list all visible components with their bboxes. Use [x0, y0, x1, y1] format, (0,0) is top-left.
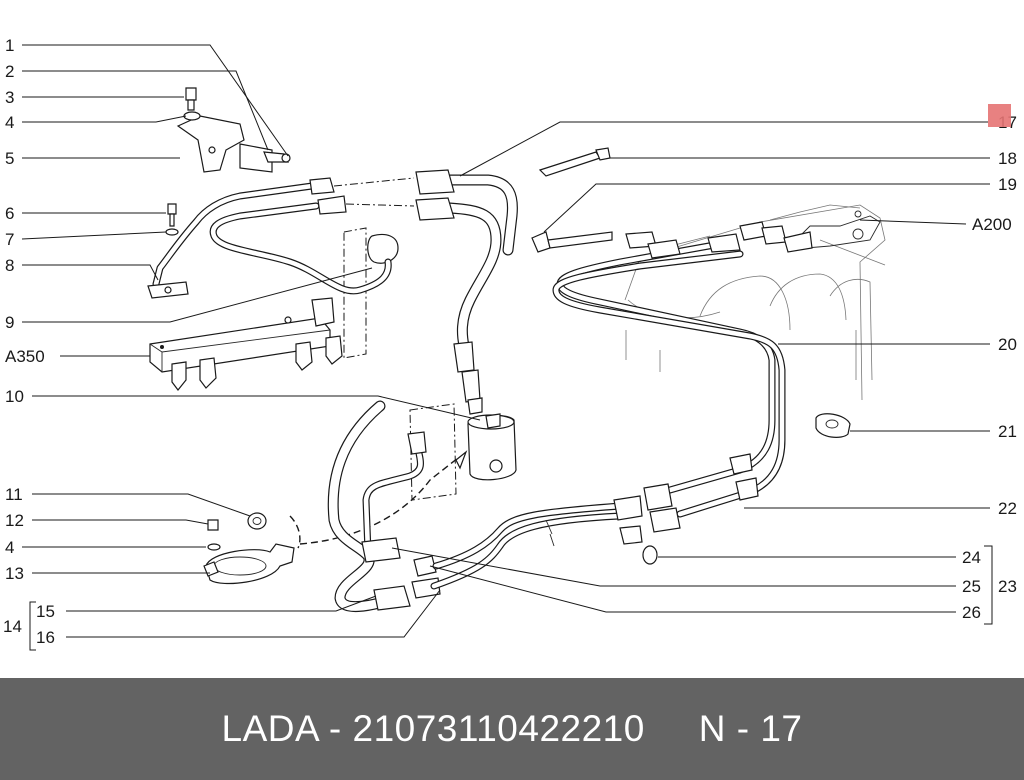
callout-2: 2: [5, 62, 14, 81]
callout-23: 23: [998, 577, 1017, 596]
callout-20: 20: [998, 335, 1017, 354]
fuel-hose-loop: [327, 400, 441, 612]
fuel-hose-upper: [415, 169, 518, 415]
callout-21: 21: [998, 422, 1017, 441]
fuel-rail: [149, 227, 399, 391]
fuel-lines-long: [430, 221, 813, 590]
callout-11: 11: [5, 485, 23, 504]
leader-lines: [21, 44, 990, 638]
bracket: [176, 115, 291, 173]
callout-12: 12: [5, 511, 24, 530]
o-ring: [642, 545, 658, 565]
callout-14: 14: [3, 617, 22, 636]
callout-labels: 1 2 3 4 5 6 7 8 9 A350 10 11 12 4 13 14 …: [3, 36, 1017, 647]
callout-a200: A200: [972, 215, 1012, 234]
callout-15: 15: [36, 602, 55, 621]
callout-19: 19: [998, 175, 1017, 194]
group-bracket: [29, 545, 993, 651]
callout-16: 16: [36, 628, 55, 647]
callout-13: 13: [5, 564, 24, 583]
callout-1: 1: [5, 36, 14, 55]
callout-22: 22: [998, 499, 1017, 518]
callout-26: 26: [962, 603, 981, 622]
callout-8: 8: [5, 256, 14, 275]
callout-5: 5: [5, 149, 14, 168]
part-number-caption: LADA - 21073110422210 N - 17: [221, 708, 803, 749]
callout-3: 3: [5, 88, 14, 107]
callout-9: 9: [5, 313, 14, 332]
callout-10: 10: [5, 387, 24, 406]
clamp: [203, 543, 295, 585]
callout-24: 24: [962, 548, 981, 567]
callout-25: 25: [962, 577, 981, 596]
highlight-square-icon: [988, 104, 1011, 127]
footer-bar: LADA - 21073110422210 N - 17: [0, 678, 1024, 780]
fasteners: [165, 87, 267, 551]
fuel-tube-left: [147, 177, 415, 299]
fuel-system-exploded-diagram: 1 2 3 4 5 6 7 8 9 A350 10 11 12 4 13 14 …: [3, 36, 1017, 651]
injector: [171, 297, 343, 391]
fuel-filter: [289, 403, 517, 549]
callout-4b: 4: [5, 538, 14, 557]
callout-4: 4: [5, 113, 14, 132]
callout-a350: A350: [5, 347, 45, 366]
cable-tie: [531, 147, 613, 253]
grommet: [815, 413, 851, 438]
callout-6: 6: [5, 204, 14, 223]
marker-square: [988, 104, 1011, 127]
callout-7: 7: [5, 230, 14, 249]
callout-18: 18: [998, 149, 1017, 168]
